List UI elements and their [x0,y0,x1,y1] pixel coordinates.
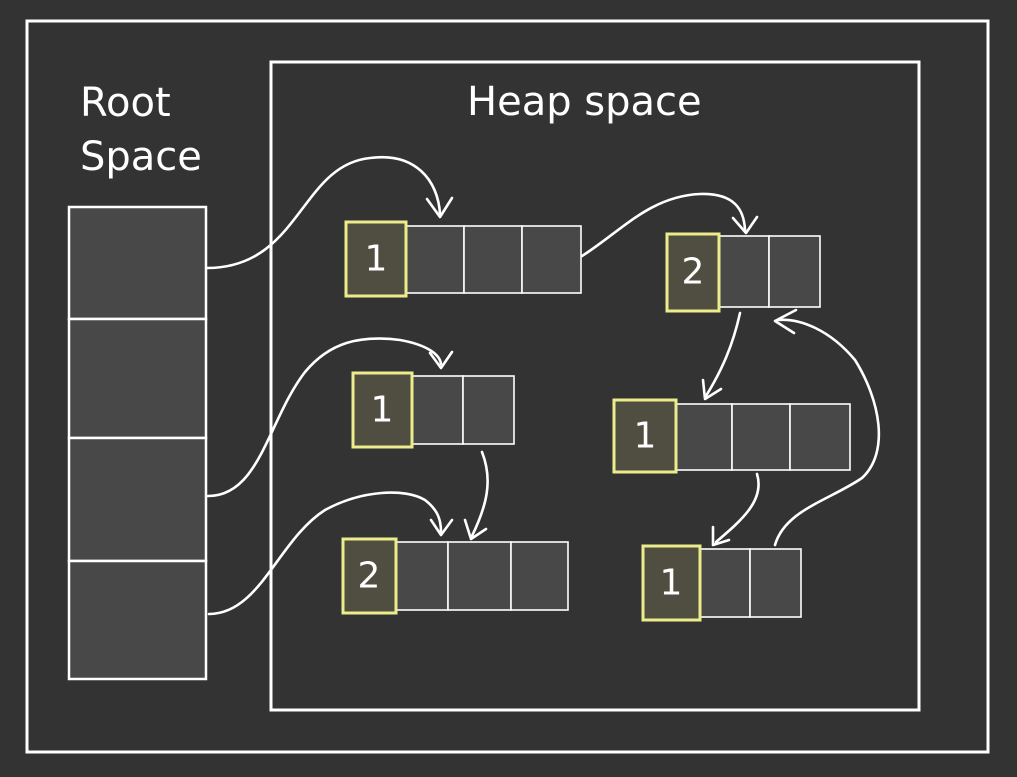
arrow-root1-to-obj-a [205,155,442,270]
object-field [731,403,791,471]
object-field [395,541,449,611]
arrowhead [429,518,454,537]
ref-count-cell [641,544,702,622]
ref-count-cell [612,398,678,474]
arrowhead [463,518,488,541]
ref-count-cell [665,232,721,313]
root-space-stack [67,205,208,681]
object-field [675,403,733,471]
object-field [789,403,851,471]
arrow-obj-d-to-obj-f [714,472,760,544]
ref-count-value: 1 [660,563,683,604]
object-field [699,548,751,618]
object-field [521,225,582,294]
root-slot-1 [67,205,208,321]
heap-object-f: 1 [641,544,802,622]
heap-object-e: 2 [341,537,569,615]
ref-count-value: 1 [365,239,388,280]
arrowhead [425,196,454,219]
object-field [463,225,523,294]
heap-object-c: 1 [351,371,515,449]
ref-count-value: 2 [682,252,705,293]
arrowhead [428,350,454,370]
root-slot-4 [67,559,208,681]
arrowhead [731,215,759,235]
object-field [749,548,802,618]
arrowhead [701,378,723,401]
reference-arrows [205,155,881,616]
ref-count-value: 2 [358,556,381,597]
heap-object-d: 1 [612,398,851,474]
root-slot-2 [67,317,208,440]
arrow-root4-to-obj-e [207,491,443,616]
object-field [718,235,770,308]
arrow-obj-a-to-obj-b [580,192,747,258]
root-slot-3 [67,436,208,563]
ref-count-cell [344,220,408,298]
ref-count-value: 1 [371,390,394,431]
arrow-obj-b-to-obj-d [704,311,742,398]
object-field [510,541,569,611]
outer-frame [25,19,990,754]
object-field [462,375,515,445]
object-field [768,235,821,308]
object-field [405,225,465,294]
heap-object-b: 2 [665,232,821,313]
heap-space-frame [269,60,921,712]
arrowhead [711,525,731,547]
arrow-obj-c-to-obj-e [470,450,489,538]
arrow-root3-to-obj-c [206,337,443,498]
root-space-label-line1: Root [80,80,171,126]
arrow-obj-f-to-obj-b [773,318,881,547]
heap-object-a: 1 [344,220,582,298]
ref-count-value: 1 [634,416,657,457]
ref-count-cell [351,371,414,449]
root-space-label-line2: Space [80,134,202,180]
arrowhead [773,308,798,335]
object-field [411,375,464,445]
ref-count-cell [341,537,398,615]
object-field [447,541,512,611]
heap-space-label: Heap space [467,79,702,125]
